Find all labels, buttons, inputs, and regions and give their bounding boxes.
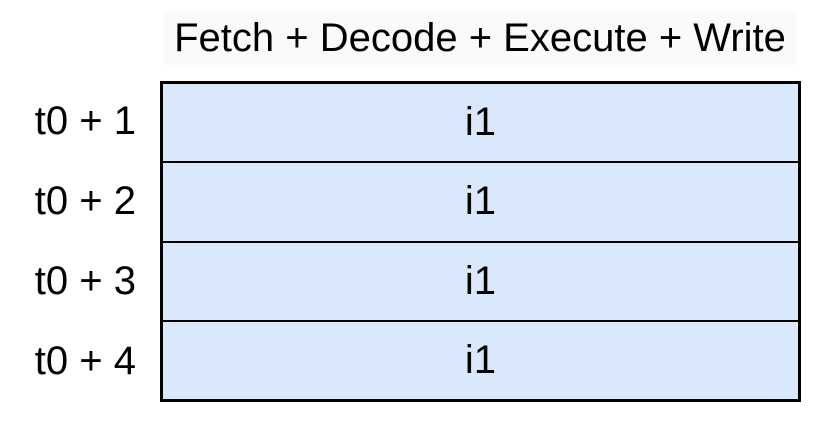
table-row: i1 — [163, 163, 798, 243]
table-row: i1 — [163, 242, 798, 322]
instruction-cell: i1 — [464, 337, 497, 382]
table-row: i1 — [163, 84, 798, 164]
time-axis-labels: t0 + 1 t0 + 2 t0 + 3 t0 + 4 — [0, 81, 136, 402]
instruction-cell: i1 — [464, 100, 497, 145]
pipeline-table: i1 i1 i1 i1 — [160, 81, 801, 402]
time-label-row-3: t0 + 3 — [34, 259, 136, 304]
time-label-row-4: t0 + 4 — [34, 339, 136, 384]
time-label-row-2: t0 + 2 — [34, 178, 136, 223]
table-row: i1 — [163, 321, 798, 399]
stage-header-label: Fetch + Decode + Execute + Write — [164, 11, 796, 65]
instruction-cell: i1 — [464, 258, 497, 303]
instruction-cell: i1 — [464, 179, 497, 224]
stage-header: Fetch + Decode + Execute + Write — [160, 8, 800, 68]
time-label-row-1: t0 + 1 — [34, 98, 136, 143]
